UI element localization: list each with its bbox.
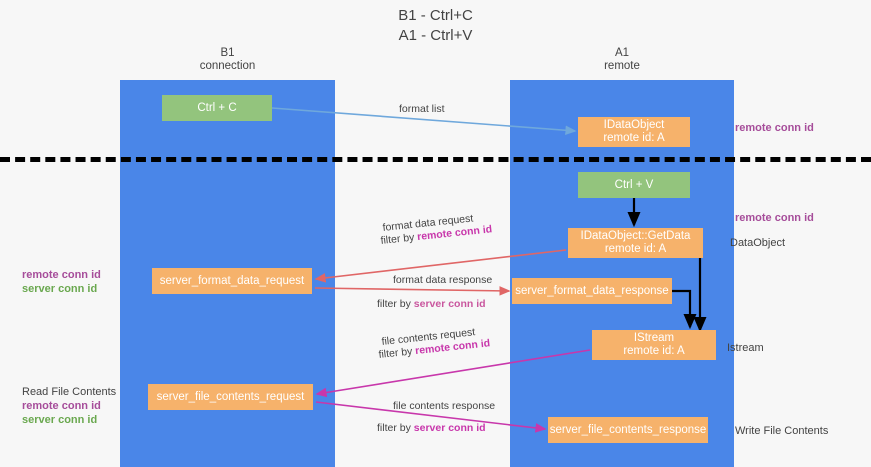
lane-header-b1: B1 connection [140,47,315,73]
lane-header-b1-role: connection [199,60,256,72]
annotation-istream: Istream [727,342,764,354]
filter-prefix: filter by [377,298,414,310]
phase-divider-dashed-line [0,157,871,162]
node-istream-sub: remote id: A [623,345,685,357]
edge-label-format-data-response: format data response [393,274,493,286]
annotation-remote-conn-id-mid: remote conn id [735,212,814,224]
node-ctrl-c[interactable]: Ctrl + C [162,95,272,121]
node-server-file-contents-request[interactable]: server_file_contents_request [148,384,313,410]
node-server-format-data-request[interactable]: server_format_data_request [152,268,312,294]
lane-header-a1-name: A1 [614,47,630,59]
node-sfd-response-label: server_format_data_response [515,284,669,297]
node-idataobject-sub: remote id: A [603,132,665,144]
annotation-left-remote-conn-id-2: remote conn id [22,400,101,412]
page-title: B1 - Ctrl+C A1 - Ctrl+V [0,6,871,46]
node-sfc-request-label: server_file_contents_request [156,390,305,403]
title-line-1: B1 - Ctrl+C [398,7,473,24]
filter-prefix: filter by [378,345,416,361]
node-istream-label: IStream [633,332,675,344]
annotation-left-conn-ids-bottom: Read File Contents remote conn id server… [22,385,116,427]
filter-key-server-conn-id: server conn id [413,298,486,310]
annotation-read-file-contents: Read File Contents [22,386,117,398]
annotation-left-server-conn-id-2: server conn id [22,414,98,426]
node-istream[interactable]: IStream remote id: A [592,330,716,360]
filter-prefix: filter by [377,422,414,434]
edge-label-format-list: format list [399,103,445,115]
annotation-left-server-conn-id: server conn id [22,283,98,295]
annotation-left-remote-conn-id: remote conn id [22,269,101,281]
filter-key-server-conn-id: server conn id [413,422,486,434]
node-getdata-label: IDataObject::GetData [580,230,691,242]
filter-prefix: filter by [380,231,418,247]
annotation-dataobject: DataObject [730,237,786,249]
node-server-format-data-response[interactable]: server_format_data_response [512,278,672,304]
lane-header-b1-name: B1 [220,47,235,59]
node-ctrl-v[interactable]: Ctrl + V [578,172,690,198]
annotation-write-file-contents: Write File Contents [735,425,829,437]
annotation-remote-conn-id-top: remote conn id [735,122,814,134]
edge-label-format-data-response-filter: filter by server conn id [377,298,486,311]
node-ctrl-c-label: Ctrl + C [197,101,237,114]
edge-label-file-contents-response-filter: filter by server conn id [377,422,486,435]
edge-label-file-contents-response: file contents response [393,400,496,412]
lane-header-a1: A1 remote [530,47,714,73]
node-server-file-contents-response[interactable]: server_file_contents_response [548,417,708,443]
lane-header-a1-role: remote [604,60,640,72]
node-ctrl-v-label: Ctrl + V [614,178,654,191]
node-idataobject[interactable]: IDataObject remote id: A [578,117,690,147]
node-getdata-sub: remote id: A [604,243,667,255]
node-idataobject-label: IDataObject [603,119,665,131]
node-sfd-request-label: server_format_data_request [159,274,305,287]
node-idataobject-getdata[interactable]: IDataObject::GetData remote id: A [568,228,703,258]
title-line-2: A1 - Ctrl+V [398,27,473,44]
annotation-left-conn-ids-top: remote conn id server conn id [22,268,101,296]
node-sfc-response-label: server_file_contents_response [549,423,707,436]
